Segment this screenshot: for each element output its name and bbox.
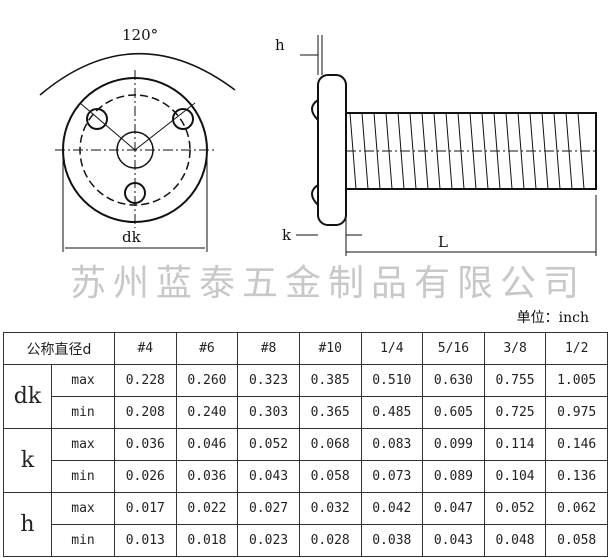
value-cell: 0.089 <box>422 460 485 493</box>
value-cell: 0.725 <box>483 396 547 429</box>
value-cell: 0.099 <box>422 428 485 461</box>
value-cell: 0.036 <box>114 428 177 461</box>
value-cell: 0.052 <box>237 428 300 461</box>
value-cell: 0.605 <box>422 396 485 429</box>
size-header: #8 <box>237 332 300 365</box>
value-cell: 0.058 <box>545 524 608 557</box>
limit-label: min <box>51 396 115 429</box>
value-cell: 0.975 <box>545 396 608 429</box>
value-cell: 0.058 <box>298 460 362 493</box>
param-label: h <box>3 492 52 557</box>
value-cell: 0.052 <box>483 492 547 525</box>
header-label: 公称直径d <box>3 332 115 365</box>
value-cell: 0.046 <box>175 428 239 461</box>
value-cell: 0.104 <box>483 460 547 493</box>
value-cell: 0.136 <box>545 460 608 493</box>
h-label: h <box>275 36 285 54</box>
value-cell: 0.260 <box>175 364 239 397</box>
limit-label: max <box>51 364 115 397</box>
value-cell: 0.630 <box>422 364 485 397</box>
value-cell: 0.510 <box>360 364 424 397</box>
value-cell: 0.385 <box>298 364 362 397</box>
value-cell: 0.068 <box>298 428 362 461</box>
size-header: #6 <box>175 332 239 365</box>
front-view <box>39 53 236 252</box>
value-cell: 0.013 <box>114 524 177 557</box>
value-cell: 0.028 <box>298 524 362 557</box>
value-cell: 0.038 <box>360 524 424 557</box>
value-cell: 0.755 <box>483 364 547 397</box>
value-cell: 0.032 <box>298 492 362 525</box>
value-cell: 0.036 <box>175 460 239 493</box>
limit-label: max <box>51 428 115 461</box>
value-cell: 0.027 <box>237 492 300 525</box>
size-header: 3/8 <box>483 332 547 365</box>
dk-label: dk <box>122 228 142 246</box>
value-cell: 0.047 <box>422 492 485 525</box>
value-cell: 0.043 <box>422 524 485 557</box>
unit-label: 单位：inch <box>516 310 589 326</box>
length-label: L <box>438 233 448 251</box>
size-header: 1/2 <box>545 332 608 365</box>
value-cell: 0.042 <box>360 492 424 525</box>
limit-label: min <box>51 524 115 557</box>
value-cell: 0.017 <box>114 492 177 525</box>
value-cell: 0.323 <box>237 364 300 397</box>
value-cell: 0.073 <box>360 460 424 493</box>
value-cell: 0.026 <box>114 460 177 493</box>
side-view <box>296 35 597 256</box>
value-cell: 0.228 <box>114 364 177 397</box>
value-cell: 0.062 <box>545 492 608 525</box>
table-header-row: 公称直径d #4 #6 #8 #10 1/4 5/16 3/8 1/2 <box>3 332 608 365</box>
company-name: 苏州蓝泰五金制品有限公司 <box>70 263 587 304</box>
param-label: k <box>3 428 52 493</box>
value-cell: 0.018 <box>175 524 239 557</box>
value-cell: 0.114 <box>483 428 547 461</box>
size-header: #4 <box>114 332 177 365</box>
value-cell: 0.485 <box>360 396 424 429</box>
size-header: 1/4 <box>360 332 424 365</box>
size-header: 5/16 <box>422 332 485 365</box>
size-header: #10 <box>298 332 362 365</box>
value-cell: 0.208 <box>114 396 177 429</box>
value-cell: 0.365 <box>298 396 362 429</box>
value-cell: 0.043 <box>237 460 300 493</box>
value-cell: 0.023 <box>237 524 300 557</box>
screw-drawing: 120° dk h k L <box>39 26 597 256</box>
value-cell: 0.146 <box>545 428 608 461</box>
k-label: k <box>282 226 292 244</box>
angle-label: 120° <box>122 26 158 44</box>
value-cell: 0.022 <box>175 492 239 525</box>
limit-label: max <box>51 492 115 525</box>
param-label: dk <box>3 364 52 429</box>
value-cell: 0.240 <box>175 396 239 429</box>
value-cell: 0.083 <box>360 428 424 461</box>
value-cell: 0.303 <box>237 396 300 429</box>
value-cell: 1.005 <box>545 364 608 397</box>
limit-label: min <box>51 460 115 493</box>
value-cell: 0.048 <box>483 524 547 557</box>
